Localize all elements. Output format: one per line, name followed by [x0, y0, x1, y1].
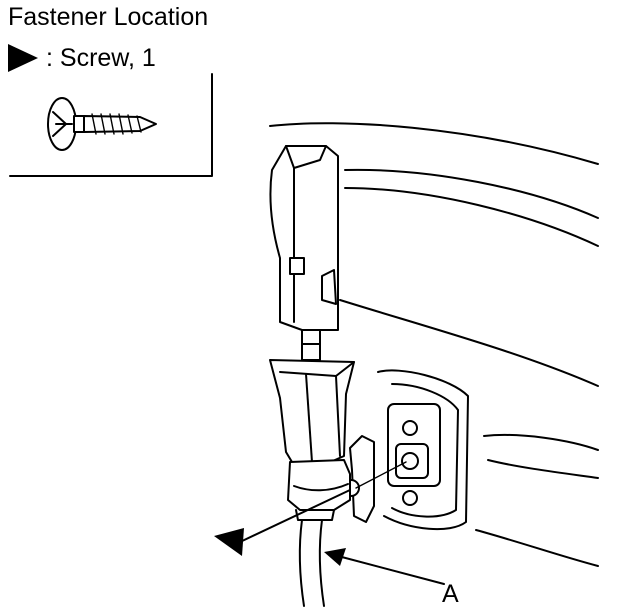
housing-lower — [269, 359, 355, 465]
legend-label: : Screw, 1 — [46, 44, 156, 72]
page-title: Fastener Location — [8, 3, 209, 31]
screw-location-arrow — [214, 489, 351, 556]
screw-axis-line — [355, 461, 407, 489]
legend-box-frame — [9, 73, 213, 177]
callout-a-label: A — [442, 580, 459, 608]
black-triangle-marker-icon — [8, 44, 38, 72]
body-grommet — [387, 403, 441, 506]
cable — [298, 519, 325, 607]
cable-boot — [287, 459, 351, 521]
handle-upper — [269, 145, 339, 331]
legend-screw: : Screw, 1 — [6, 42, 156, 74]
screw-icon — [47, 97, 157, 151]
callout-a-leader — [324, 548, 445, 585]
body-panel — [269, 122, 599, 567]
connector-shaft — [301, 329, 321, 361]
